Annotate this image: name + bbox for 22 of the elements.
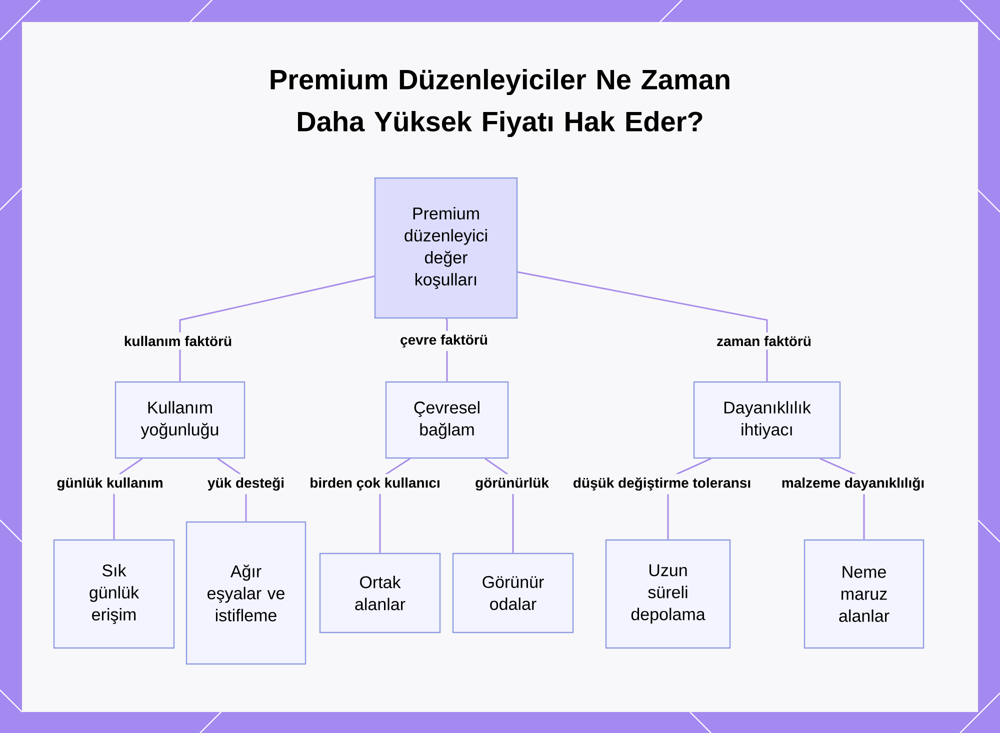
edge-label: birden çok kullanıcı xyxy=(306,474,444,494)
edge-label: kullanım faktörü xyxy=(120,332,236,350)
title: Premium Düzenleyiciler Ne Zaman Daha Yüksek Fiyatı Hak Eder? xyxy=(270,68,730,138)
connector-line xyxy=(179,276,375,382)
process-box: Çevresel bağlam xyxy=(385,381,509,459)
process-box: Dayanıklılık ihtiyacı xyxy=(693,381,841,459)
process-box: Görünür odalar xyxy=(452,552,574,634)
process-box: Kullanım yoğunluğu xyxy=(114,381,246,459)
edge-label: düşük değiştirme toleransı xyxy=(569,474,755,494)
edge-label: malzeme dayanıklılığı xyxy=(778,474,928,494)
process-box: Neme maruz alanlar xyxy=(804,539,924,649)
process-box: Ağır eşyalar ve istifleme xyxy=(186,521,306,665)
connector-line xyxy=(517,271,768,382)
edge-label: görünürlük xyxy=(472,474,552,494)
process-box: Uzun süreli depolama xyxy=(605,539,731,649)
edge-label: çevre faktörü xyxy=(396,330,492,352)
process-box: Premium düzenleyici değer koşulları xyxy=(374,177,518,319)
process-box: Ortak alanlar xyxy=(319,552,441,634)
edge-label: yük desteği xyxy=(204,474,288,494)
edge-label: günlük kullanım xyxy=(53,474,167,494)
process-box: Sık günlük erişim xyxy=(53,539,175,649)
edge-label: zaman faktörü xyxy=(713,332,815,350)
